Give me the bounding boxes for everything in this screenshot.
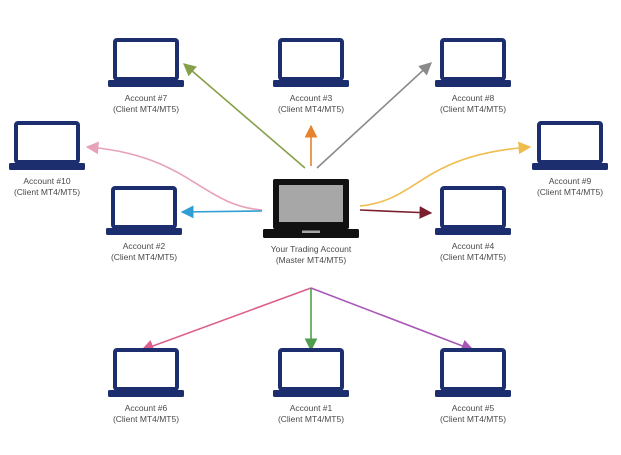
- laptop-icon: [108, 348, 184, 397]
- account-subtitle: (Client MT4/MT5): [277, 414, 345, 424]
- client-account-7: Account #7 (Client MT4/MT5): [86, 38, 206, 115]
- laptop-icon: [435, 186, 511, 235]
- account-title: Account #9: [548, 176, 592, 186]
- account-subtitle: (Client MT4/MT5): [277, 104, 345, 114]
- account-subtitle: (Client MT4/MT5): [110, 252, 178, 262]
- client-account-6: Account #6 (Client MT4/MT5): [86, 348, 206, 425]
- account-title: Account #8: [451, 93, 495, 103]
- account-title: Account #2: [122, 241, 166, 251]
- master-account: Your Trading Account (Master MT4/MT5): [251, 177, 371, 266]
- laptop-icon: [9, 121, 85, 170]
- arrow-to-account-9: [359, 141, 532, 207]
- laptop-icon: [532, 121, 608, 170]
- arrow-to-account-10: [85, 141, 263, 211]
- account-subtitle: (Client MT4/MT5): [112, 104, 180, 114]
- account-subtitle: (Client MT4/MT5): [439, 104, 507, 114]
- account-title: Account #5: [451, 403, 495, 413]
- laptop-icon: [263, 179, 359, 238]
- arrow-to-account-4: [359, 206, 433, 219]
- master-account-subtitle: (Master MT4/MT5): [275, 255, 347, 265]
- client-account-2: Account #2 (Client MT4/MT5): [84, 186, 204, 263]
- account-subtitle: (Client MT4/MT5): [439, 414, 507, 424]
- account-title: Account #10: [23, 176, 71, 186]
- laptop-icon: [106, 186, 182, 235]
- laptop-icon: [273, 38, 349, 87]
- client-account-4: Account #4 (Client MT4/MT5): [413, 186, 533, 263]
- client-account-9: Account #9 (Client MT4/MT5): [510, 121, 621, 198]
- arrow-to-account-2: [180, 205, 263, 219]
- arrow-to-account-5: [310, 287, 475, 352]
- client-account-8: Account #8 (Client MT4/MT5): [413, 38, 533, 115]
- account-title: Account #4: [451, 241, 495, 251]
- account-title: Account #6: [124, 403, 168, 413]
- laptop-icon: [435, 348, 511, 397]
- account-title: Account #7: [124, 93, 168, 103]
- laptop-icon: [108, 38, 184, 87]
- account-subtitle: (Client MT4/MT5): [536, 187, 604, 197]
- client-account-1: Account #1 (Client MT4/MT5): [251, 348, 371, 425]
- account-subtitle: (Client MT4/MT5): [439, 252, 507, 262]
- master-account-title: Your Trading Account: [270, 244, 352, 254]
- client-account-3: Account #3 (Client MT4/MT5): [251, 38, 371, 115]
- laptop-icon: [273, 348, 349, 397]
- laptop-icon: [435, 38, 511, 87]
- arrow-to-account-8: [316, 62, 432, 169]
- arrow-to-account-6: [140, 287, 312, 353]
- client-account-10: Account #10 (Client MT4/MT5): [0, 121, 107, 198]
- account-title: Account #1: [289, 403, 333, 413]
- account-title: Account #3: [289, 93, 333, 103]
- arrow-to-account-7: [183, 63, 306, 169]
- client-account-5: Account #5 (Client MT4/MT5): [413, 348, 533, 425]
- account-subtitle: (Client MT4/MT5): [13, 187, 81, 197]
- account-subtitle: (Client MT4/MT5): [112, 414, 180, 424]
